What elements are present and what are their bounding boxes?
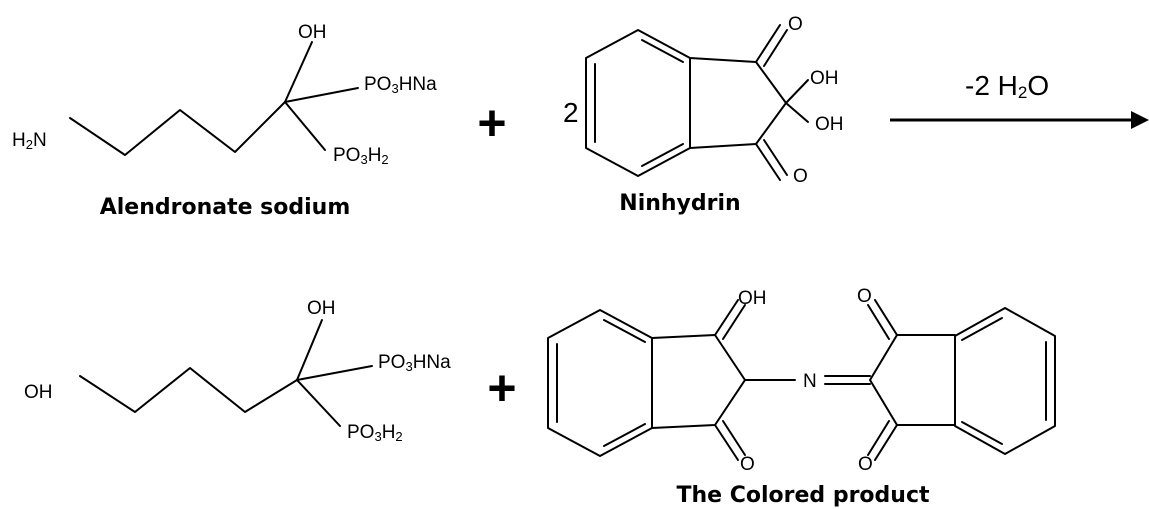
ninhydrin-ring [689, 57, 787, 149]
hydroxy-product-structure: OH OH PO3HNa PO3H2 [24, 298, 451, 444]
plus-sign-1: + [477, 95, 506, 151]
product-phosphonate-na-label: PO3HNa [378, 352, 451, 374]
ninhydrin-coefficient: 2 [563, 97, 579, 128]
benzene-ring [585, 29, 691, 177]
bond-oh [284, 41, 313, 103]
alendronate-structure: H2N OH PO3HNa PO3H2 Alendronate sodium [12, 22, 437, 220]
product-hydroxyl-label: OH [307, 298, 336, 319]
colored-o-right-bottom: O [858, 454, 873, 475]
alendronate-caption: Alendronate sodium [100, 195, 351, 220]
product-hydroxyl-end-label: OH [24, 382, 53, 403]
product-phosphonate-h-label: PO3H2 [347, 422, 403, 444]
plus-sign-2: + [487, 360, 516, 416]
ninhydrin-caption: Ninhydrin [619, 191, 740, 216]
amine-group-label: H2N [12, 130, 47, 152]
ninhydrin-oh-top: OH [810, 68, 839, 89]
alendronate-chain [69, 101, 286, 156]
hydroxyl-label: OH [298, 22, 327, 43]
bond-po3hna [284, 87, 359, 103]
colored-oh-label: OH [738, 288, 767, 309]
phosphonate-na-label: PO3HNa [364, 74, 437, 96]
ninhydrin-o-top: O [788, 14, 803, 35]
product-chain [79, 367, 298, 413]
phosphonate-h-label: PO3H2 [333, 145, 389, 167]
colored-o-right-top: O [857, 286, 872, 307]
ninhydrin-o-bottom: O [793, 166, 808, 187]
colored-product-structure: OH O N O O The Colored product [547, 286, 1056, 508]
ninhydrin-structure: 2 O OH OH O Ninhydrin [563, 14, 844, 216]
colored-n-label: N [803, 371, 817, 392]
colored-product-caption: The Colored product [676, 483, 930, 508]
ninhydrin-oh-bottom: OH [815, 114, 844, 135]
bond-po3h2 [284, 101, 326, 151]
reaction-arrow: -2 H2O [890, 70, 1149, 129]
arrow-head [1131, 111, 1149, 129]
arrow-condition: -2 H2O [965, 70, 1049, 102]
colored-o-left-bottom: O [740, 454, 755, 475]
